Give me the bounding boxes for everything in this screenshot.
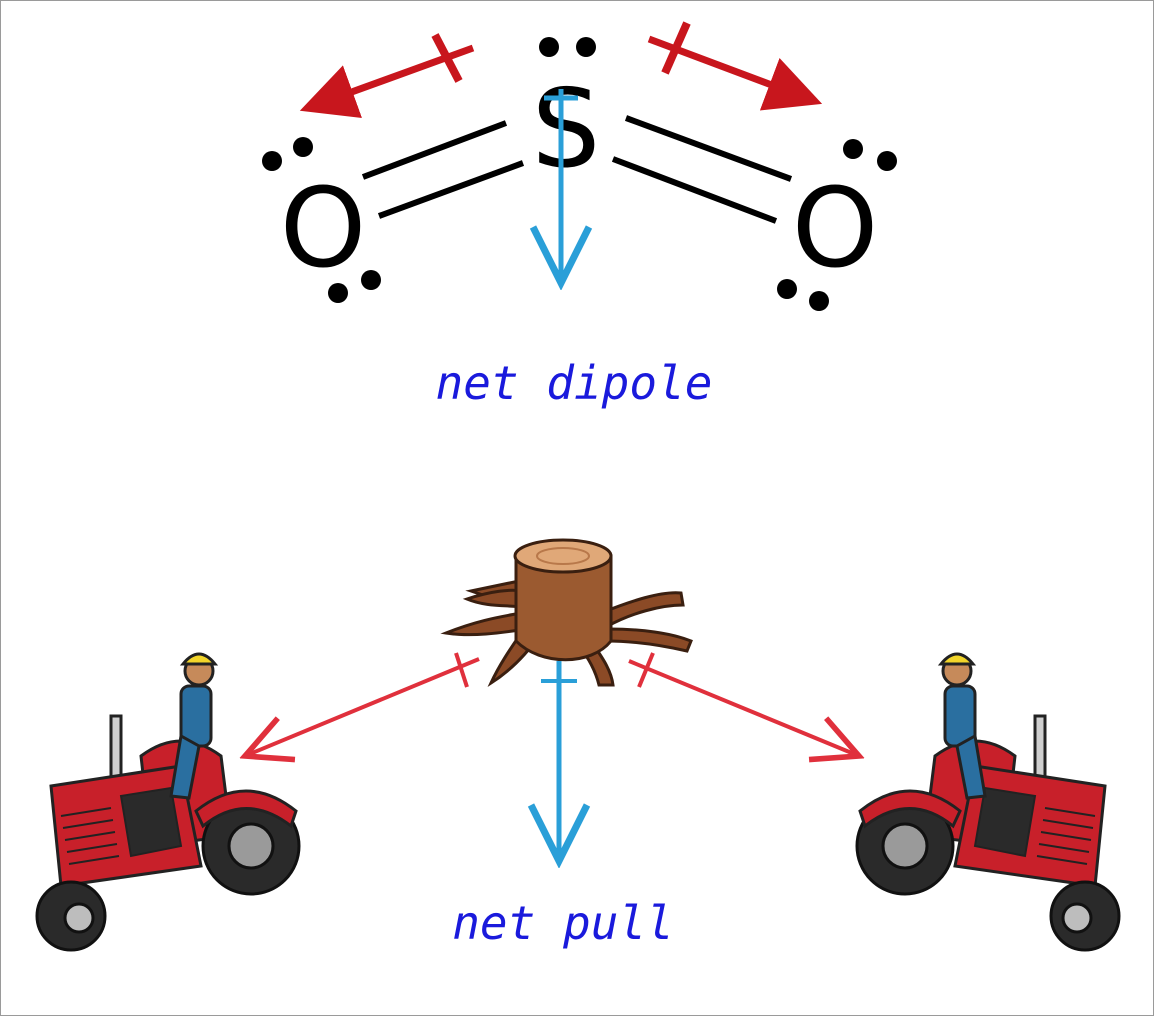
sulfur-atom: S: [532, 67, 601, 192]
bond-right: [611, 115, 793, 224]
net-pull-arrow: [541, 661, 577, 861]
caption-net-dipole: net dipole: [436, 356, 713, 410]
caption-net-pull: net pull: [452, 896, 674, 950]
pull-arrow-right: [628, 652, 859, 756]
so2-molecule: S O O: [262, 21, 897, 311]
bond-dipole-arrow-left: [299, 33, 475, 119]
lone-pairs: [262, 37, 897, 311]
tree-stump-icon: [440, 538, 693, 687]
bond-dipole-arrow-right: [647, 21, 823, 111]
tractor-icon-left: [35, 652, 301, 952]
oxygen-atom-right: O: [792, 164, 879, 292]
oxygen-atom-left: O: [280, 164, 367, 292]
net-dipole-arrow: [544, 89, 578, 283]
bond-left: [361, 120, 525, 219]
tractor-icon-right: [855, 652, 1121, 952]
pull-arrow-left: [245, 652, 480, 756]
